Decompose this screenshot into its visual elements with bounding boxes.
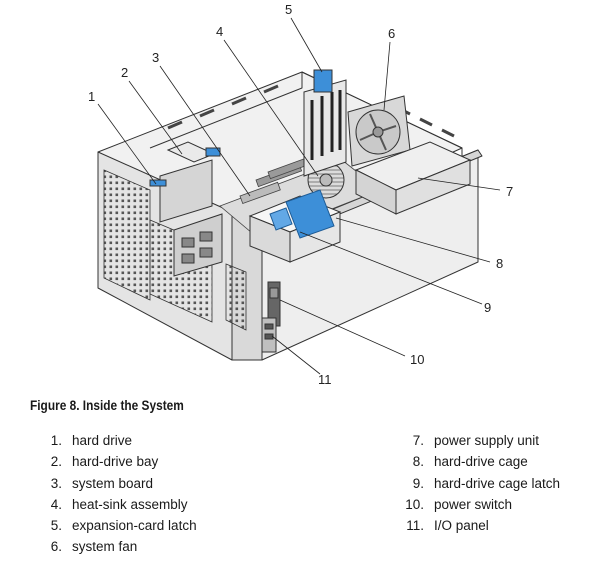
legend-right-column: 7. power supply unit 8. hard-drive cage 9.… [400,433,560,539]
legend-number: 3. [50,475,62,491]
callout-leaders [97,17,501,375]
legend-label: system fan [72,539,138,555]
legend-label: heat-sink assembly [72,496,188,512]
legend-label: hard drive [72,433,133,448]
callout-10: 10 [410,352,424,367]
callout-numbers: 1 2 3 4 5 6 7 8 9 10 11 [88,2,513,387]
legend-label: hard-drive cage latch [434,475,561,491]
legend-item: 7. power supply unit [400,433,560,454]
legend-label: hard-drive cage [434,454,528,470]
callout-5: 5 [285,2,292,17]
legend-item: 4. heat-sink assembly [30,497,197,518]
expansion-card-area [303,69,347,177]
hard-drive-cage-latch [269,189,335,239]
callout-9: 9 [484,300,491,315]
front-io-panel [261,317,277,353]
front-connector-block [173,213,223,277]
legend-number: 7. [412,433,424,448]
legend-item: 9. hard-drive cage latch [400,476,560,497]
legend-label: I/O panel [434,518,489,534]
callout-1: 1 [88,89,95,104]
legend-item: 3. system board [30,476,197,497]
legend-number: 2. [50,454,62,470]
legend-item: 8. hard-drive cage [400,454,560,475]
legend-item: 2. hard-drive bay [30,454,197,475]
legend-item: 1. hard drive [30,433,197,454]
legend-left-column: 1. hard drive 2. hard-drive bay 3. system b… [30,433,197,561]
legend-item: 11. I/O panel [400,518,560,539]
legend-number: 11. [406,518,424,534]
legend-label: power supply unit [434,433,540,448]
system-fan [347,95,411,167]
legend-label: power switch [434,496,513,512]
callout-2: 2 [121,65,128,80]
legend-label: hard-drive bay [72,454,159,470]
hard-drive-bay [149,141,221,223]
legend-number: 4. [50,496,62,512]
legend-item: 5. expansion-card latch [30,518,197,539]
legend-item: 10. power switch [400,497,560,518]
legend-number: 9. [412,475,424,491]
callout-4: 4 [216,24,223,39]
callout-8: 8 [496,256,503,271]
legend-number: 8. [412,454,424,470]
callout-3: 3 [152,50,159,65]
legend-item: 6. system fan [30,539,197,560]
callout-7: 7 [506,184,513,199]
legend-number: 5. [50,518,62,534]
power-supply-unit [354,141,472,215]
legend-number: 6. [50,539,62,555]
figure-caption: Figure 8. Inside the System [30,398,184,413]
legend-label: system board [72,475,154,491]
computer-interior-illustration: 1 2 3 4 5 6 7 8 9 10 11 [88,2,513,387]
callout-11: 11 [318,372,332,387]
legend-number: 1. [50,433,62,448]
callout-6: 6 [388,26,395,41]
legend-label: expansion-card latch [72,518,197,534]
legend-number: 10. [405,496,424,512]
